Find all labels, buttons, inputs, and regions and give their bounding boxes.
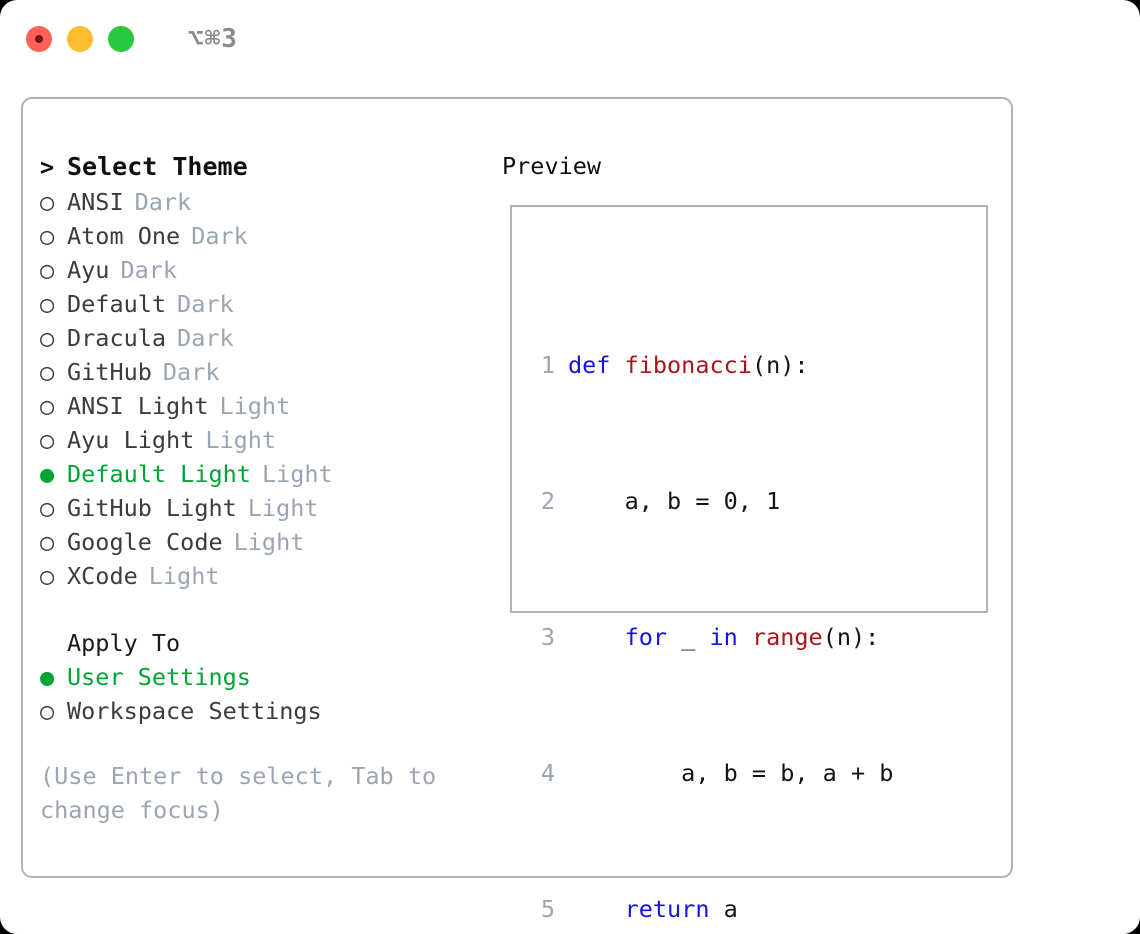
theme-label: GitHub Light [67, 494, 237, 522]
theme-label: Ayu [67, 256, 110, 284]
code-sample: 1 def fibonacci (n): 2 a, b = 0, 1 3 [525, 246, 922, 934]
preview-box: 1 def fibonacci (n): 2 a, b = 0, 1 3 [510, 205, 988, 923]
apply-to-label: User Settings [67, 663, 251, 691]
code-line: 2 a, b = 0, 1 [525, 484, 922, 518]
theme-option-ansi-dark[interactable]: ○ ANSI Dark [40, 185, 490, 219]
theme-variant-badge: Dark [134, 188, 192, 216]
theme-option-google-code[interactable]: ○ Google Code Light [40, 525, 490, 559]
code-token: for [624, 623, 668, 651]
theme-option-xcode[interactable]: ○ XCode Light [40, 559, 490, 593]
code-token: a, b = 0, 1 [568, 487, 781, 515]
theme-option-dracula-dark[interactable]: ○ Dracula Dark [40, 321, 490, 355]
preview-title: Preview [502, 152, 602, 180]
radio-unselected-icon[interactable]: ○ [40, 256, 55, 284]
keyboard-hint-text: (Use Enter to select, Tab to change focu… [40, 762, 451, 824]
theme-option-atom-one-dark[interactable]: ○ Atom One Dark [40, 219, 490, 253]
code-token: def [568, 351, 625, 379]
theme-label: Default [67, 290, 167, 318]
theme-label: Ayu Light [67, 426, 195, 454]
radio-unselected-icon[interactable]: ○ [40, 562, 55, 590]
radio-unselected-icon[interactable]: ○ [40, 290, 55, 318]
code-token: in [709, 623, 752, 651]
theme-variant-badge: Dark [177, 290, 234, 318]
main-panel: > Select Theme ○ ANSI Dark ○ Atom One Da… [21, 97, 1013, 923]
apply-to-option-user-settings[interactable]: ● User Settings [40, 660, 490, 694]
theme-option-default-light[interactable]: ● Default Light Light [40, 457, 490, 491]
theme-label: XCode [67, 562, 138, 590]
radio-unselected-icon[interactable]: ○ [40, 358, 55, 386]
theme-variant-badge: Dark [191, 222, 248, 250]
code-token: (n): [751, 351, 809, 379]
code-token: _ [667, 623, 710, 651]
radio-unselected-icon[interactable]: ○ [40, 426, 55, 454]
maximize-button[interactable] [108, 26, 134, 52]
theme-option-default-dark[interactable]: ○ Default Dark [40, 287, 490, 321]
line-number: 2 [540, 487, 555, 515]
radio-selected-icon[interactable]: ● [40, 663, 55, 691]
select-theme-header: > Select Theme [40, 149, 490, 185]
theme-variant-badge: Light [261, 460, 333, 488]
code-token: range [751, 623, 823, 651]
theme-variant-badge: Light [148, 562, 220, 590]
shortcut-label: ⌥⌘3 [188, 24, 238, 54]
theme-variant-badge: Light [205, 426, 277, 454]
minimize-button[interactable] [67, 26, 93, 52]
code-token [568, 620, 625, 654]
theme-variant-badge: Light [247, 494, 319, 522]
code-token [568, 892, 625, 926]
apply-to-label: Workspace Settings [67, 697, 322, 725]
theme-option-github-dark[interactable]: ○ GitHub Dark [40, 355, 490, 389]
radio-unselected-icon[interactable]: ○ [40, 697, 55, 725]
preview-column: Preview 1 def fibonacci (n): 2 a, b = 0,… [502, 149, 992, 923]
theme-label: GitHub [67, 358, 152, 386]
radio-unselected-icon[interactable]: ○ [40, 222, 55, 250]
code-line: 5 return a [525, 892, 922, 926]
theme-variant-badge: Dark [120, 256, 178, 284]
theme-variant-badge: Light [233, 528, 305, 556]
select-theme-title: Select Theme [67, 152, 248, 181]
theme-option-ansi-light[interactable]: ○ ANSI Light Light [40, 389, 490, 423]
theme-option-ayu-light[interactable]: ○ Ayu Light Light [40, 423, 490, 457]
theme-variant-badge: Dark [177, 324, 234, 352]
line-number: 1 [540, 351, 555, 379]
code-token: a [709, 895, 738, 923]
theme-variant-badge: Light [219, 392, 291, 420]
theme-variant-badge: Dark [162, 358, 220, 386]
section-spacer [40, 593, 490, 626]
title-bar: ⌥⌘3 [0, 0, 1140, 78]
line-number: 4 [540, 759, 555, 787]
apply-to-option-workspace-settings[interactable]: ○ Workspace Settings [40, 694, 490, 728]
theme-option-ayu-dark[interactable]: ○ Ayu Dark [40, 253, 490, 287]
radio-unselected-icon[interactable]: ○ [40, 528, 55, 556]
radio-unselected-icon[interactable]: ○ [40, 494, 55, 522]
apply-to-header: Apply To [67, 629, 181, 657]
radio-unselected-icon[interactable]: ○ [40, 392, 55, 420]
theme-label: ANSI [67, 188, 124, 216]
panel-columns: > Select Theme ○ ANSI Dark ○ Atom One Da… [23, 99, 1011, 923]
code-token: a, b = b, a + b [568, 759, 894, 787]
prompt-caret-icon: > [40, 153, 55, 181]
theme-label: Atom One [67, 222, 181, 250]
code-token: return [624, 895, 710, 923]
radio-selected-icon[interactable]: ● [40, 460, 55, 488]
theme-label: ANSI Light [67, 392, 209, 420]
line-number: 5 [540, 895, 555, 923]
close-button[interactable] [26, 26, 52, 52]
line-number: 3 [540, 623, 555, 651]
radio-unselected-icon[interactable]: ○ [40, 188, 55, 216]
code-line: 3 for _ in range (n): [525, 620, 922, 654]
theme-label: Default Light [67, 460, 251, 488]
code-token: (n): [822, 623, 880, 651]
theme-label: Dracula [67, 324, 167, 352]
theme-label: Google Code [67, 528, 223, 556]
code-line: 4 a, b = b, a + b [525, 756, 922, 790]
theme-option-github-light[interactable]: ○ GitHub Light Light [40, 491, 490, 525]
code-line: 1 def fibonacci (n): [525, 348, 922, 382]
theme-picker-column: > Select Theme ○ ANSI Dark ○ Atom One Da… [40, 149, 490, 827]
code-token: fibonacci [624, 351, 752, 379]
radio-unselected-icon[interactable]: ○ [40, 324, 55, 352]
